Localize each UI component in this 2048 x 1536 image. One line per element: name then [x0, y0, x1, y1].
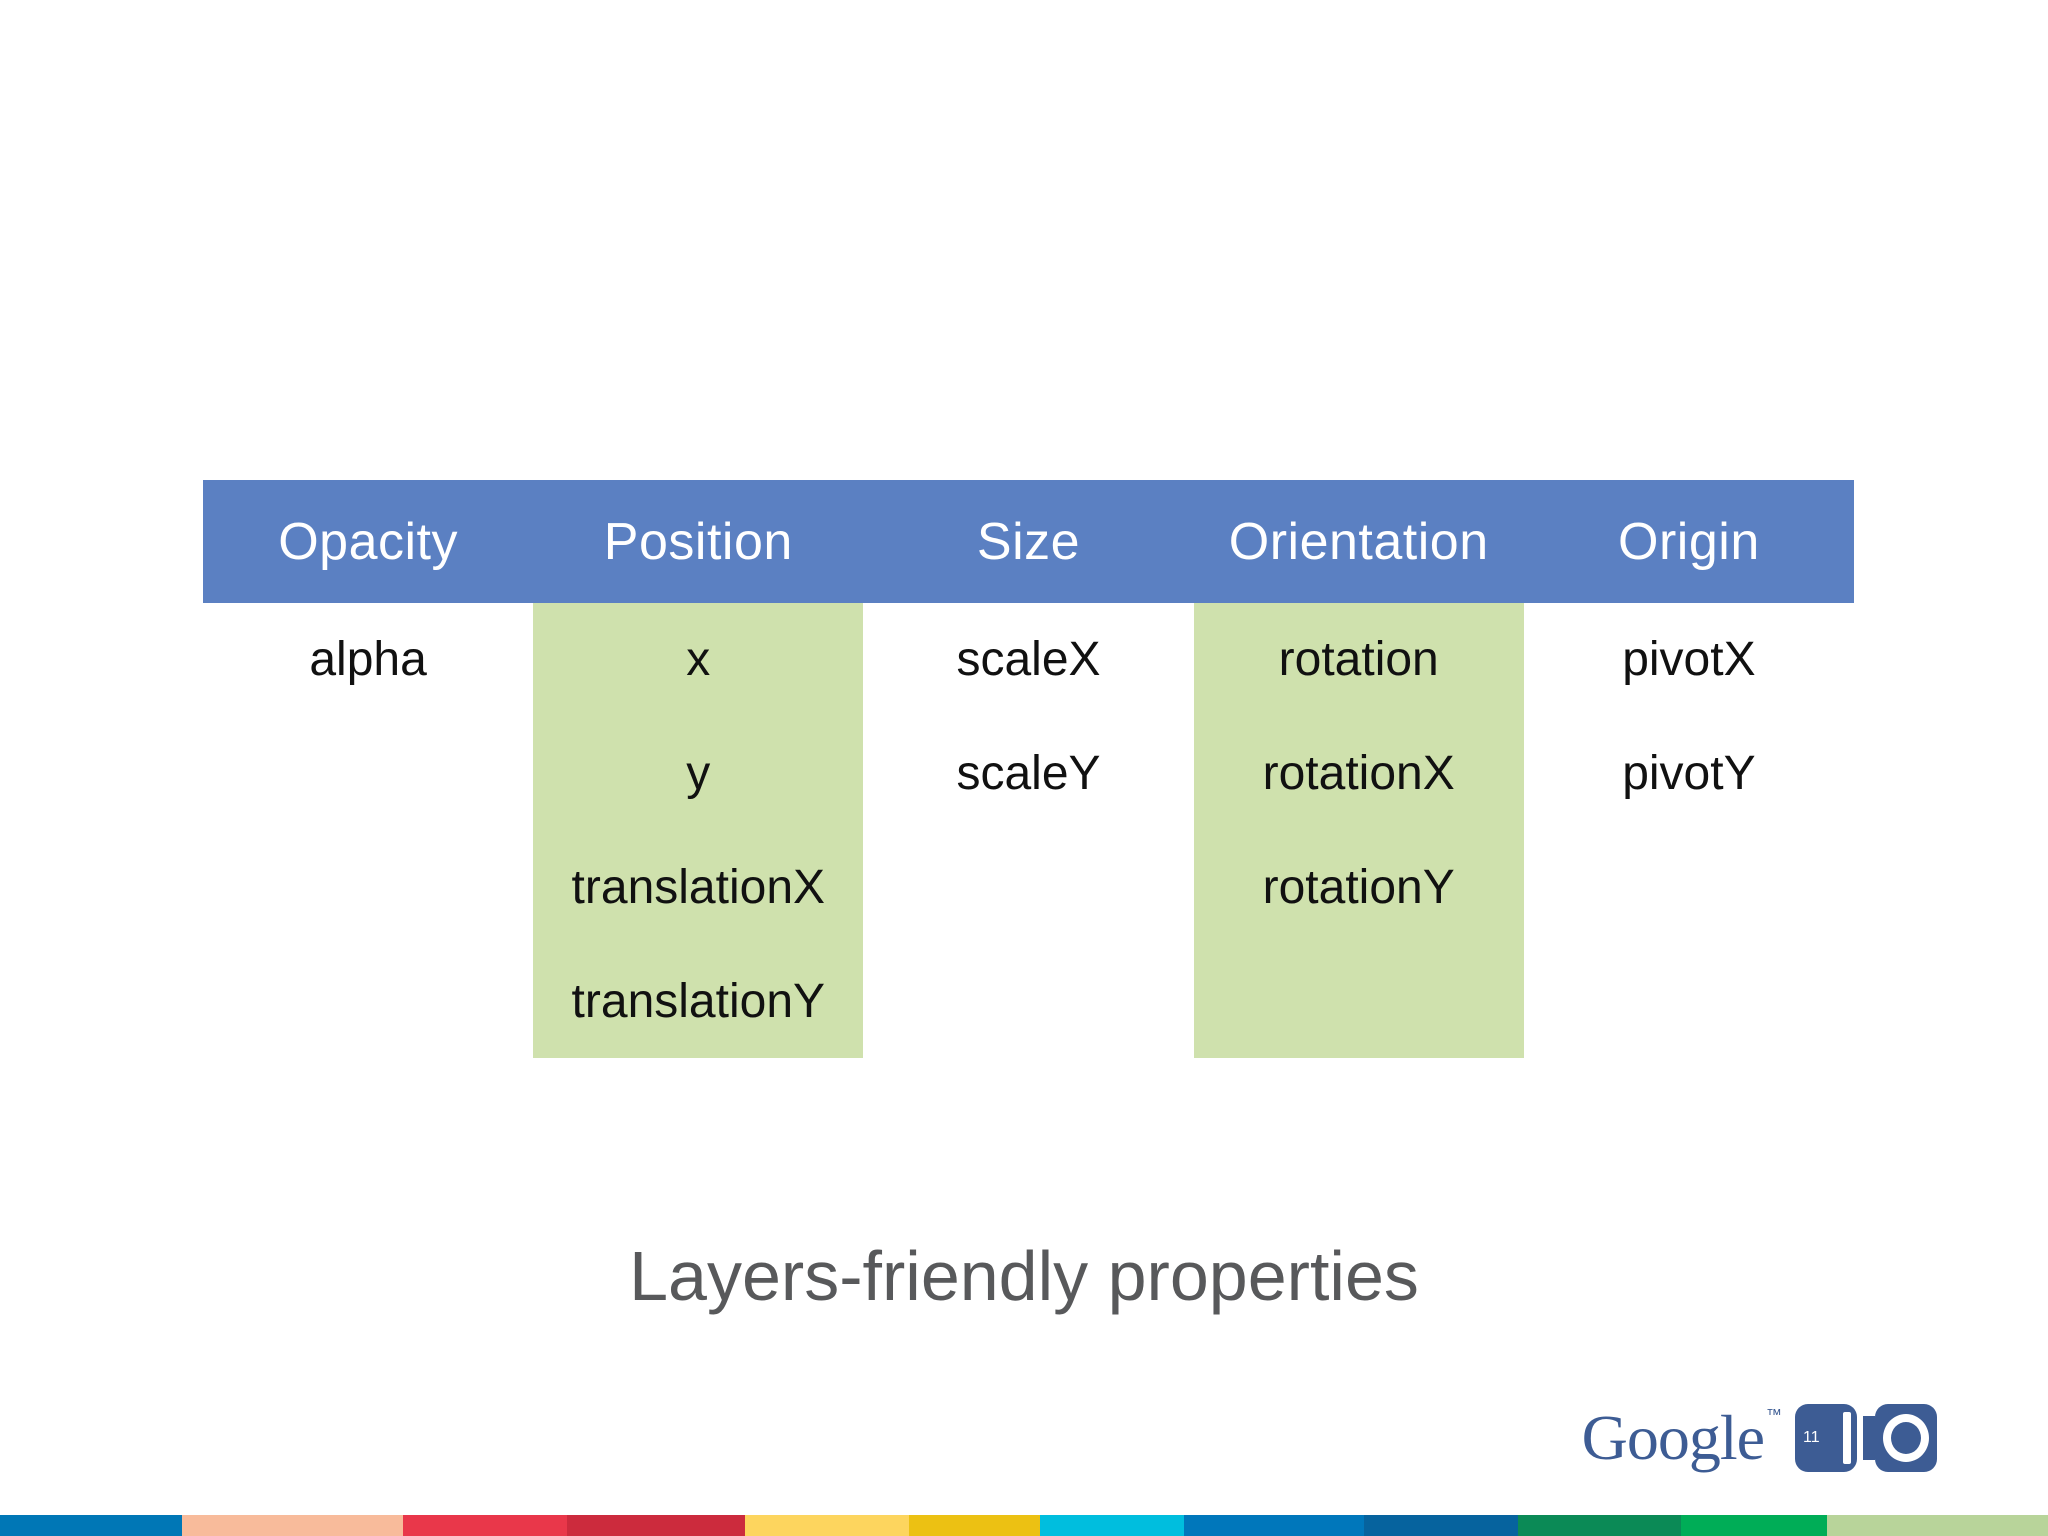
slide-caption: Layers-friendly properties	[629, 1237, 1419, 1315]
cell-x: x	[533, 603, 864, 717]
header-cell-origin: Origin	[1618, 512, 1760, 571]
io-year-label: 11	[1803, 1429, 1820, 1446]
table-body: alpha x scaleX rotation pivotX y scaleY …	[203, 603, 1854, 1058]
header-cell-position: Position	[603, 512, 793, 571]
color-strip-segment-peach	[182, 1515, 404, 1536]
cell-rotation: rotation	[1193, 603, 1524, 717]
cell-pivotx: pivotX	[1622, 633, 1756, 687]
cell-empty	[1524, 831, 1854, 945]
header-cell-opacity: Opacity	[278, 512, 458, 571]
cell-scalex: scaleX	[956, 633, 1101, 687]
cell-empty	[203, 831, 533, 945]
header-cell-size: Size	[976, 512, 1081, 571]
io-o-icon	[1883, 1414, 1929, 1462]
cell-translationy: translationY	[533, 944, 864, 1058]
header-cell-orientation: Orientation	[1228, 512, 1489, 571]
table-header-row: Opacity Position Size Orientation Origin	[203, 480, 1854, 603]
cell-empty	[863, 944, 1193, 1058]
cell-rotationy: rotationY	[1193, 830, 1524, 945]
color-strip-segment-cyan	[1040, 1515, 1184, 1536]
color-strip-segment-light-yellow	[745, 1515, 910, 1536]
io-i-icon	[1843, 1412, 1851, 1464]
cell-empty	[203, 717, 533, 831]
color-strip-segment-red	[403, 1515, 568, 1536]
color-strip-segment-medium-blue	[1183, 1515, 1364, 1536]
trademark-symbol: ™	[1766, 1407, 1782, 1424]
cell-rotationx: rotationX	[1193, 716, 1524, 831]
properties-table: Opacity Position Size Orientation Origin…	[203, 480, 1854, 1058]
cell-translationx: translationX	[533, 830, 864, 945]
cell-pivoty: pivotY	[1622, 747, 1756, 801]
color-strip-segment-blue	[0, 1515, 183, 1536]
color-strip-segment-dark-blue	[1363, 1515, 1518, 1536]
color-strip-segment-dark-red	[567, 1515, 746, 1536]
color-strip-segment-gold	[909, 1515, 1041, 1536]
cell-empty	[203, 944, 533, 1058]
cell-y: y	[533, 716, 864, 831]
color-strip-segment-green	[1681, 1515, 1827, 1536]
io-square-o	[1875, 1404, 1937, 1472]
cell-empty	[1193, 944, 1524, 1058]
cell-scaley: scaleY	[956, 747, 1101, 801]
color-strip	[0, 1515, 2048, 1536]
cell-alpha: alpha	[309, 633, 427, 687]
color-strip-segment-sage-green	[1826, 1515, 2048, 1536]
cell-empty	[1524, 944, 1854, 1058]
cell-empty	[863, 831, 1193, 945]
color-strip-segment-dark-green	[1517, 1515, 1682, 1536]
io-square-i: 11	[1795, 1404, 1857, 1472]
